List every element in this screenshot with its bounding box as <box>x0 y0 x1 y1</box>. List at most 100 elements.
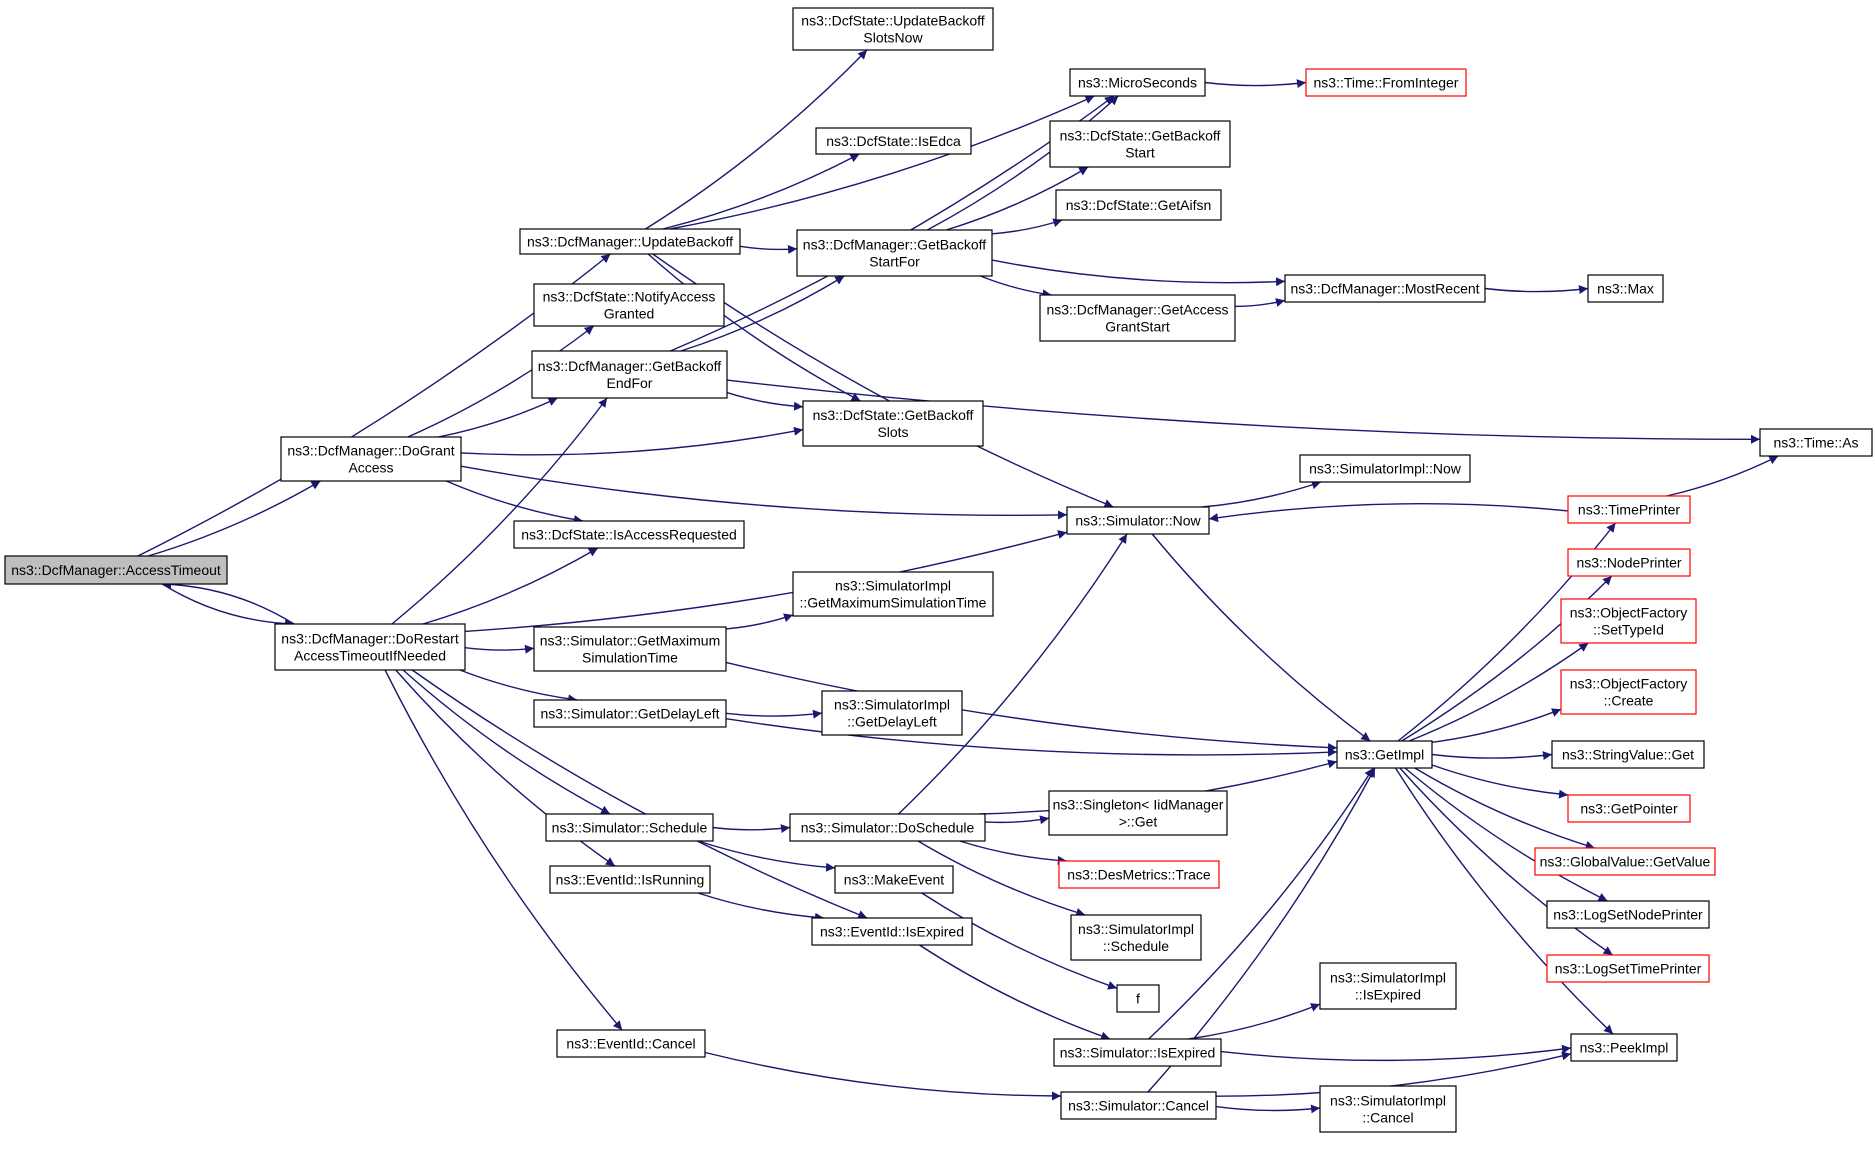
node-get-impl[interactable]: ns3::GetImpl <box>1336 740 1433 769</box>
node-box[interactable] <box>513 520 745 549</box>
node-box[interactable] <box>531 350 728 399</box>
node-peek-impl[interactable]: ns3::PeekImpl <box>1570 1033 1678 1062</box>
node-object-factory-create[interactable]: ns3::ObjectFactory::Create <box>1560 669 1697 715</box>
node-simulatorimpl-cancel[interactable]: ns3::SimulatorImpl::Cancel <box>1319 1085 1457 1133</box>
node-log-set-time-printer[interactable]: ns3::LogSetTimePrinter <box>1546 954 1710 983</box>
node-simulator-is-expired[interactable]: ns3::Simulator::IsExpired <box>1053 1038 1222 1067</box>
node-box[interactable] <box>280 436 462 482</box>
node-box[interactable] <box>533 699 727 728</box>
node-box[interactable] <box>533 626 727 672</box>
node-box[interactable] <box>1055 189 1222 221</box>
node-time-as[interactable]: ns3::Time::As <box>1759 428 1873 457</box>
node-event-id-is-expired[interactable]: ns3::EventId::IsExpired <box>811 917 973 946</box>
node-box[interactable] <box>533 283 725 327</box>
node-box[interactable] <box>1546 954 1710 983</box>
node-box[interactable] <box>1567 794 1691 823</box>
node-box[interactable] <box>1049 120 1231 168</box>
node-time-from-integer[interactable]: ns3::Time::FromInteger <box>1305 68 1467 97</box>
node-box[interactable] <box>1759 428 1873 457</box>
node-box[interactable] <box>1534 847 1716 876</box>
node-box[interactable] <box>556 1029 706 1058</box>
node-microseconds[interactable]: ns3::MicroSeconds <box>1069 68 1206 97</box>
node-global-value-get-value[interactable]: ns3::GlobalValue::GetValue <box>1534 847 1716 876</box>
node-singleton-get[interactable]: ns3::Singleton< IidManager>::Get <box>1048 790 1228 836</box>
node-simulator-now[interactable]: ns3::Simulator::Now <box>1066 506 1210 535</box>
node-box[interactable] <box>1048 790 1228 836</box>
node-box[interactable] <box>1058 860 1220 889</box>
node-get-pointer[interactable]: ns3::GetPointer <box>1567 794 1691 823</box>
node-f[interactable]: f <box>1116 984 1160 1013</box>
node-box[interactable] <box>1039 294 1236 342</box>
node-box[interactable] <box>1319 1085 1457 1133</box>
node-do-restart[interactable]: ns3::DcfManager::DoRestartAccessTimeoutI… <box>274 623 466 671</box>
node-box[interactable] <box>811 917 973 946</box>
node-box[interactable] <box>1069 68 1206 97</box>
node-box[interactable] <box>1070 914 1202 961</box>
node-box[interactable] <box>815 127 972 155</box>
node-node-printer[interactable]: ns3::NodePrinter <box>1567 548 1691 577</box>
node-event-id-is-running[interactable]: ns3::EventId::IsRunning <box>549 865 711 894</box>
node-simulatorimpl-get-delay-left[interactable]: ns3::SimulatorImpl::GetDelayLeft <box>821 690 963 736</box>
node-event-id-cancel[interactable]: ns3::EventId::Cancel <box>556 1029 706 1058</box>
node-box[interactable] <box>1336 740 1433 769</box>
node-box[interactable] <box>1560 598 1697 644</box>
node-box[interactable] <box>1551 740 1705 769</box>
node-box[interactable] <box>1066 506 1210 535</box>
node-simulatorimpl-now[interactable]: ns3::SimulatorImpl::Now <box>1299 454 1471 483</box>
node-des-metrics-trace[interactable]: ns3::DesMetrics::Trace <box>1058 860 1220 889</box>
node-box[interactable] <box>1053 1038 1222 1067</box>
node-simulator-schedule[interactable]: ns3::Simulator::Schedule <box>545 813 714 842</box>
node-simulator-get-delay-left[interactable]: ns3::Simulator::GetDelayLeft <box>533 699 727 728</box>
node-box[interactable] <box>4 555 228 585</box>
node-box[interactable] <box>1570 1033 1678 1062</box>
node-make-event[interactable]: ns3::MakeEvent <box>834 865 954 894</box>
node-simulatorimpl-is-expired[interactable]: ns3::SimulatorImpl::IsExpired <box>1319 962 1457 1010</box>
node-box[interactable] <box>834 865 954 894</box>
node-box[interactable] <box>519 228 741 255</box>
node-max[interactable]: ns3::Max <box>1587 274 1664 303</box>
node-object-factory-set-typeid[interactable]: ns3::ObjectFactory::SetTypeId <box>1560 598 1697 644</box>
node-box[interactable] <box>549 865 711 894</box>
node-is-edca[interactable]: ns3::DcfState::IsEdca <box>815 127 972 155</box>
node-get-aifsn[interactable]: ns3::DcfState::GetAifsn <box>1055 189 1222 221</box>
node-simulatorimpl-schedule[interactable]: ns3::SimulatorImpl::Schedule <box>1070 914 1202 961</box>
node-simulator-cancel[interactable]: ns3::Simulator::Cancel <box>1060 1091 1217 1120</box>
node-box[interactable] <box>789 813 986 842</box>
node-box[interactable] <box>1060 1091 1217 1120</box>
node-update-backoff[interactable]: ns3::DcfManager::UpdateBackoff <box>519 228 741 255</box>
node-string-value-get[interactable]: ns3::StringValue::Get <box>1551 740 1705 769</box>
node-simulator-get-max[interactable]: ns3::Simulator::GetMaximumSimulationTime <box>533 626 727 672</box>
node-most-recent[interactable]: ns3::DcfManager::MostRecent <box>1284 274 1486 303</box>
node-box[interactable] <box>545 813 714 842</box>
node-box[interactable] <box>1567 548 1691 577</box>
node-box[interactable] <box>1560 669 1697 715</box>
node-box[interactable] <box>1299 454 1471 483</box>
node-time-printer[interactable]: ns3::TimePrinter <box>1567 495 1691 524</box>
node-box[interactable] <box>792 7 994 51</box>
node-box[interactable] <box>1116 984 1160 1013</box>
node-box[interactable] <box>1319 962 1457 1010</box>
node-is-access-requested[interactable]: ns3::DcfState::IsAccessRequested <box>513 520 745 549</box>
node-box[interactable] <box>796 229 993 277</box>
node-simulator-do-schedule[interactable]: ns3::Simulator::DoSchedule <box>789 813 986 842</box>
node-box[interactable] <box>821 690 963 736</box>
node-box[interactable] <box>1305 68 1467 97</box>
node-box[interactable] <box>802 400 984 447</box>
node-simulatorimpl-get-max[interactable]: ns3::SimulatorImpl::GetMaximumSimulation… <box>792 571 994 617</box>
node-log-set-node-printer[interactable]: ns3::LogSetNodePrinter <box>1546 900 1710 929</box>
node-box[interactable] <box>1567 495 1691 524</box>
node-access-timeout[interactable]: ns3::DcfManager::AccessTimeout <box>4 555 228 585</box>
node-box[interactable] <box>792 571 994 617</box>
node-box[interactable] <box>1284 274 1486 303</box>
node-box[interactable] <box>1587 274 1664 303</box>
node-box[interactable] <box>1546 900 1710 929</box>
node-box[interactable] <box>274 623 466 671</box>
